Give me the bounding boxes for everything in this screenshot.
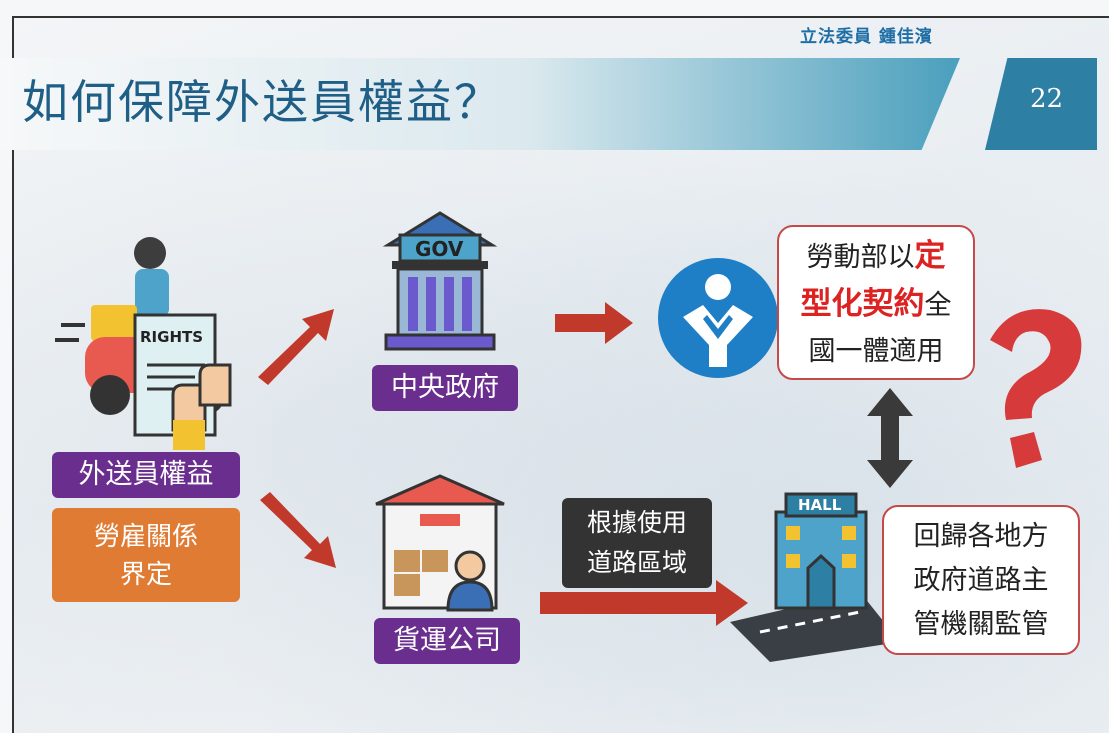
ministry-contract-box: 勞動部以定 型化契約全 國一體適用 — [777, 225, 975, 380]
page-number: 22 — [1030, 84, 1064, 114]
local-government-box: 回歸各地方 政府道路主 管機關監管 — [882, 505, 1080, 655]
courier-scooter-icon — [55, 237, 232, 450]
page-title: 如何保障外送員權益？ — [22, 75, 502, 129]
label-labor-relation-line2: 界定 — [119, 560, 172, 590]
arrow-down-right-icon — [260, 492, 336, 568]
label-road-usage-line2: 道路區域 — [586, 548, 687, 577]
city-hall-road-icon — [730, 492, 900, 662]
title-band — [0, 58, 960, 150]
local-line3: 管機關監管 — [913, 609, 1049, 640]
arrow-up-right-icon — [258, 309, 334, 385]
local-line1: 回歸各地方 — [913, 521, 1049, 552]
label-freight-company: 貨運公司 — [374, 618, 520, 664]
freight-warehouse-icon — [375, 474, 505, 612]
arrow-long-right-icon — [540, 580, 748, 626]
arrow-right-icon — [555, 302, 633, 344]
gov-sign: GOV — [415, 237, 464, 261]
ministry-line1-prefix: 勞動部以 — [806, 242, 915, 273]
double-arrow-vertical-icon — [867, 388, 913, 488]
ministry-line2-highlight: 型化契約 — [800, 286, 925, 322]
page-number-band — [985, 58, 1097, 150]
label-labor-relation: 勞雇關係 界定 — [52, 508, 240, 602]
ministry-of-labor-logo-icon — [658, 258, 778, 378]
label-road-usage-line1: 根據使用 — [586, 508, 687, 537]
ministry-line1-highlight: 定 — [914, 238, 946, 274]
hall-sign: HALL — [798, 496, 842, 514]
ministry-line2: 型化契約全 — [779, 281, 973, 329]
ministry-line1: 勞動部以定 — [779, 233, 973, 281]
question-mark-icon — [990, 309, 1082, 468]
author-label: 立法委員 鍾佳濱 — [800, 27, 933, 47]
rights-sign: RIGHTS — [140, 328, 204, 346]
label-labor-relation-line1: 勞雇關係 — [93, 522, 198, 552]
ministry-line2-suffix: 全 — [924, 290, 952, 321]
local-line2: 政府道路主 — [913, 565, 1049, 596]
label-rights: 外送員權益 — [52, 452, 240, 498]
ministry-line3: 國一體適用 — [808, 336, 944, 367]
government-building-icon — [382, 211, 498, 351]
label-road-usage: 根據使用 道路區域 — [562, 498, 712, 588]
label-central-government: 中央政府 — [372, 365, 518, 411]
